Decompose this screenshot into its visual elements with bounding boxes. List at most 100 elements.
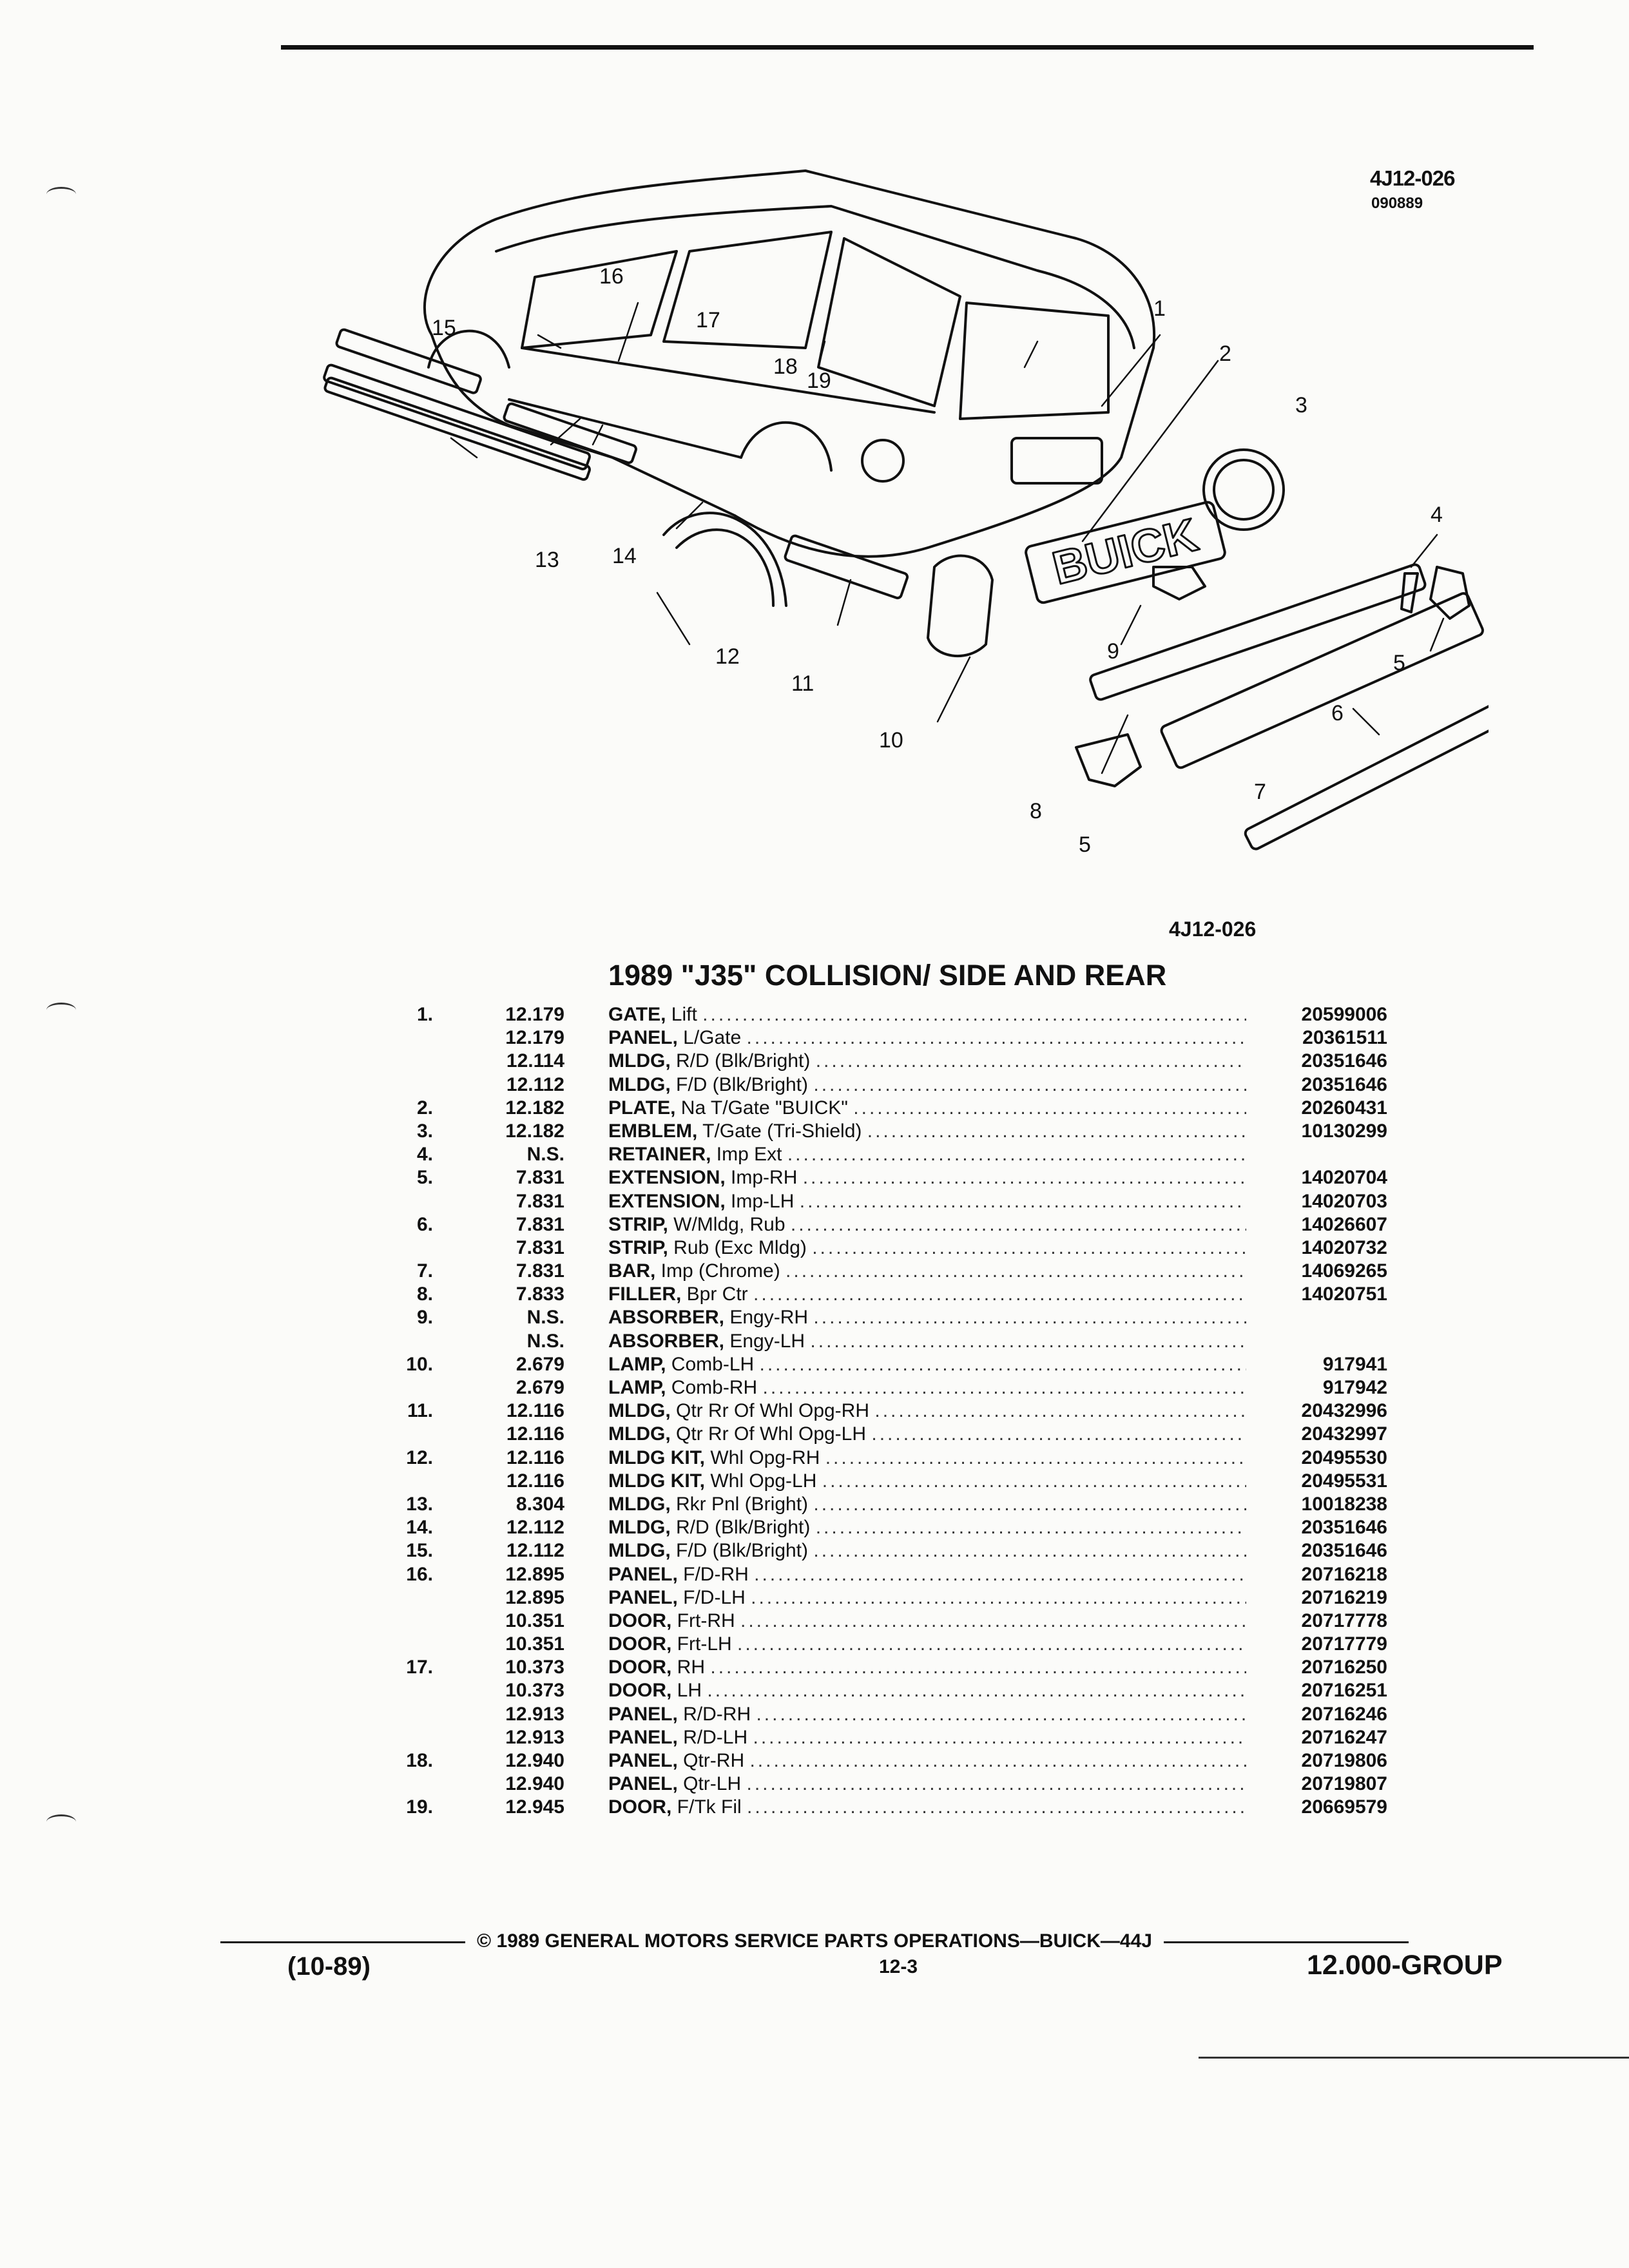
binder-hole-mark (46, 1814, 76, 1829)
leader-dots: ........................................… (871, 1423, 1246, 1445)
part-name: MLDG, (608, 1493, 671, 1515)
part-number: 20432997 (1301, 1423, 1387, 1445)
part-number: 20599006 (1301, 1004, 1387, 1025)
binder-hole-mark (46, 1003, 76, 1017)
part-name: MLDG, (608, 1540, 671, 1562)
item-number: 2. (416, 1097, 433, 1119)
callout-15: 15 (432, 316, 456, 340)
callout-10: 10 (879, 728, 903, 753)
leader-dots: ........................................… (737, 1633, 1246, 1655)
part-number: 20495530 (1301, 1446, 1387, 1468)
part-description: PANEL, Qtr-RH ..........................… (608, 1749, 1246, 1773)
part-number: 20717778 (1301, 1610, 1387, 1631)
leader-dots: ........................................… (710, 1657, 1246, 1678)
part-description: STRIP, W/Mldg, Rub .....................… (608, 1213, 1246, 1236)
part-number: 20351646 (1301, 1073, 1387, 1095)
part-name: STRIP, (608, 1213, 668, 1235)
leader-dots: ........................................… (815, 1517, 1246, 1539)
group-number: 7.831 (516, 1190, 564, 1212)
part-detail: Imp Ext (711, 1144, 782, 1166)
part-description: PANEL, R/D-RH ..........................… (608, 1703, 1246, 1726)
item-number: 8. (416, 1283, 433, 1305)
part-number: 20351646 (1301, 1517, 1387, 1539)
item-number: 3. (416, 1120, 433, 1142)
group-number: 12.114 (506, 1050, 564, 1072)
wagon-fuel-door (861, 439, 905, 483)
callout-4: 4 (1431, 503, 1443, 527)
part-name: DOOR, (608, 1633, 672, 1655)
diagram-date-code: 090889 (1371, 195, 1423, 212)
callout-16: 16 (599, 264, 624, 289)
leader-dots: ........................................… (740, 1610, 1246, 1631)
part-number: 20495531 (1301, 1470, 1387, 1492)
leader-dots: ........................................… (815, 1050, 1246, 1072)
callout-12: 12 (715, 644, 740, 669)
part-detail: RH (671, 1657, 706, 1678)
leader-dots: ........................................… (812, 1236, 1246, 1258)
part-name: EXTENSION, (608, 1190, 726, 1212)
group-number: 7.831 (516, 1167, 564, 1189)
part-number: 20351646 (1301, 1540, 1387, 1562)
part-name: MLDG, (608, 1073, 671, 1095)
part-name: ABSORBER, (608, 1307, 725, 1329)
part-detail: F/Tk Fil (671, 1796, 742, 1818)
group-number: 10.351 (505, 1610, 564, 1631)
part-description: PANEL, L/Gate ..........................… (608, 1026, 1246, 1050)
part-9-absorber (1152, 566, 1206, 601)
callout-8: 8 (1030, 799, 1042, 823)
part-name: BAR, (608, 1260, 656, 1282)
group-number: 2.679 (516, 1353, 564, 1375)
part-name: PANEL, (608, 1703, 678, 1725)
group-number: 12.913 (505, 1726, 564, 1748)
part-number: 10130299 (1301, 1120, 1387, 1142)
part-number: 14026607 (1301, 1213, 1387, 1235)
wagon-rear-door-window (662, 231, 833, 349)
part-description: MLDG KIT, Whl Opg-RH ...................… (608, 1446, 1246, 1470)
part-number: 20716251 (1301, 1680, 1387, 1702)
footer-revision-date: (10-89) (287, 1952, 371, 1981)
part-14-molding (503, 402, 637, 465)
leader-dots: ........................................… (813, 1073, 1246, 1095)
item-number: 10. (406, 1353, 433, 1375)
leader-dots: ........................................… (802, 1167, 1246, 1189)
group-number: 12.895 (505, 1586, 564, 1608)
part-name: DOOR, (608, 1657, 672, 1678)
part-description: MLDG, F/D (Blk/Bright) .................… (608, 1539, 1246, 1562)
footer-copyright-line: © 1989 GENERAL MOTORS SERVICE PARTS OPER… (0, 1930, 1629, 1952)
group-number: 7.833 (516, 1283, 564, 1305)
part-name: GATE, (608, 1004, 666, 1025)
wagon-liftgate-glass (959, 302, 1110, 420)
part-description: MLDG, Rkr Pnl (Bright) .................… (608, 1493, 1246, 1516)
item-number: 16. (406, 1563, 433, 1585)
group-number: 7.831 (516, 1236, 564, 1258)
part-description: ABSORBER, Engy-RH ......................… (608, 1306, 1246, 1329)
part-number: 14020704 (1301, 1167, 1387, 1189)
leader-dots: ........................................… (753, 1283, 1246, 1305)
callout-19: 19 (807, 369, 831, 393)
part-name: DOOR, (608, 1610, 672, 1631)
item-number: 13. (406, 1493, 433, 1515)
part-description: PLATE, Na T/Gate "BUICK" ...............… (608, 1097, 1246, 1120)
item-number: 15. (406, 1540, 433, 1562)
part-4-retainer (1400, 572, 1419, 613)
part-number: 14020751 (1301, 1283, 1387, 1305)
part-name: MLDG, (608, 1050, 671, 1072)
leader-dots: ........................................… (746, 1027, 1246, 1049)
part-description: GATE, Lift .............................… (608, 1003, 1246, 1026)
part-number: 20717779 (1301, 1633, 1387, 1655)
part-3-tri-shield (1202, 448, 1285, 531)
part-detail: Qtr Rr Of Whl Opg-RH (670, 1400, 870, 1422)
callout-2: 2 (1219, 341, 1231, 366)
callout-labels: 1 2 3 4 5 5 6 7 8 9 10 11 12 13 14 15 16… (432, 264, 1443, 857)
callout-11: 11 (791, 671, 814, 696)
part-description: BAR, Imp (Chrome) ......................… (608, 1260, 1246, 1283)
item-number: 7. (416, 1260, 433, 1282)
leader-dots: ........................................… (753, 1726, 1246, 1748)
